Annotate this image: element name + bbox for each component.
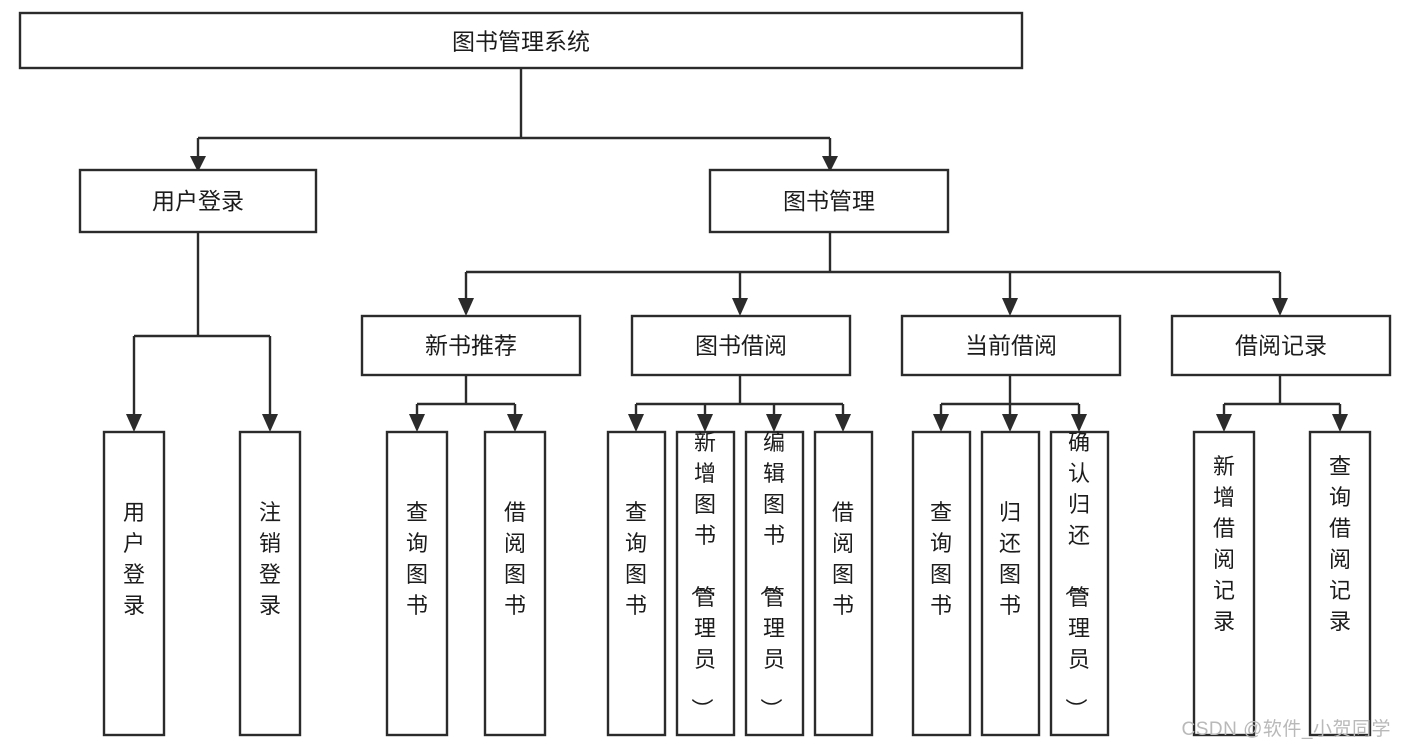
node-borrow-record-box[interactable] xyxy=(1170,314,1392,377)
leaf-br-add-record-box[interactable] xyxy=(1192,430,1256,737)
leaf-node[interactable]: 借阅图书 xyxy=(813,430,874,737)
arrow-head-leaf-user-login xyxy=(126,414,142,432)
leaf-node[interactable]: 新增借阅记录 xyxy=(1192,430,1256,737)
arrow-head-br-leaf-1 xyxy=(1216,414,1232,432)
node-book-management-label: 图书管理 xyxy=(783,188,875,214)
leaf-bb-borrow-book-box[interactable] xyxy=(813,430,874,737)
leaf-bb-edit-book-label: 编辑图书（管理员） xyxy=(758,430,785,720)
arrow-head-cb-leaf-3 xyxy=(1071,414,1087,432)
node-user-login-label: 用户登录 xyxy=(152,188,244,214)
arrow-head-bb-leaf-4 xyxy=(835,414,851,432)
arrow-head-borrow-record xyxy=(1272,298,1288,316)
leaf-bb-query-book-box[interactable] xyxy=(606,430,667,737)
node-borrow-record[interactable]: 借阅记录 xyxy=(1170,314,1392,377)
leaf-cb-return-book-label: 归还图书 xyxy=(999,500,1021,618)
leaf-node[interactable]: 查询借阅记录 xyxy=(1308,430,1372,737)
arrow-head-br-leaf-2 xyxy=(1332,414,1348,432)
leaf-cb-query-book-box[interactable] xyxy=(911,430,972,737)
arrow-head-user-login xyxy=(190,156,206,172)
leaf-nb-query-book-label: 查询图书 xyxy=(406,500,428,618)
node-current-borrow-box[interactable] xyxy=(900,314,1122,377)
leaf-node[interactable]: 查询图书 xyxy=(606,430,667,737)
leaf-bb-query-book-label: 查询图书 xyxy=(625,500,647,618)
node-new-book-recommend-box[interactable] xyxy=(360,314,582,377)
arrow-head-current-borrow xyxy=(1002,298,1018,316)
leaf-logout-label: 注销登录 xyxy=(259,500,281,618)
arrow-head-bb-leaf-1 xyxy=(628,414,644,432)
node-book-borrow-label: 图书借阅 xyxy=(695,333,787,359)
arrow-head-borrow-book xyxy=(732,298,748,316)
node-root[interactable]: 图书管理系统 xyxy=(18,11,1024,70)
leaf-node[interactable]: 用户登录 xyxy=(102,430,166,737)
leaf-nb-borrow-book-label: 借阅图书 xyxy=(504,500,526,618)
leaf-br-query-record-box[interactable] xyxy=(1308,430,1372,737)
connector-layer xyxy=(126,68,1348,432)
leaf-node[interactable]: 查询图书 xyxy=(911,430,972,737)
leaf-cb-query-book-label: 查询图书 xyxy=(930,500,952,618)
arrow-head-bb-leaf-3 xyxy=(766,414,782,432)
leaf-node[interactable]: 确认归还（管理员） xyxy=(1049,430,1110,737)
node-borrow-record-label: 借阅记录 xyxy=(1235,333,1327,359)
leaf-node[interactable]: 编辑图书（管理员） xyxy=(744,430,805,737)
leaf-logout-box[interactable] xyxy=(238,430,302,737)
node-book-management[interactable]: 图书管理 xyxy=(708,168,950,234)
node-new-book-recommend-label: 新书推荐 xyxy=(425,333,517,359)
leaf-br-query-record-label: 查询借阅记录 xyxy=(1329,454,1351,634)
node-new-book-recommend[interactable]: 新书推荐 xyxy=(360,314,582,377)
leaf-node[interactable]: 注销登录 xyxy=(238,430,302,737)
leaf-cb-confirm-return-label: 确认归还（管理员） xyxy=(1063,430,1090,720)
arrow-head-leaf-logout xyxy=(262,414,278,432)
node-user-login[interactable]: 用户登录 xyxy=(78,168,318,234)
leaf-cb-return-book-box[interactable] xyxy=(980,430,1041,737)
node-current-borrow-label: 当前借阅 xyxy=(965,333,1057,359)
arrow-head-nb-leaf-1 xyxy=(409,414,425,432)
leaf-nb-borrow-book-box[interactable] xyxy=(483,430,547,737)
leaf-cb-confirm-return-box[interactable] xyxy=(1049,430,1110,737)
leaf-node[interactable]: 新增图书（管理员） xyxy=(675,430,736,737)
node-current-borrow[interactable]: 当前借阅 xyxy=(900,314,1122,377)
node-book-management-box[interactable] xyxy=(708,168,950,234)
node-book-borrow-box[interactable] xyxy=(630,314,852,377)
leaf-node[interactable]: 借阅图书 xyxy=(483,430,547,737)
node-root-label: 图书管理系统 xyxy=(452,29,590,55)
arrow-head-cb-leaf-1 xyxy=(933,414,949,432)
leaf-user-login-label: 用户登录 xyxy=(123,500,145,618)
leaf-user-login-box[interactable] xyxy=(102,430,166,737)
arrow-head-nb-leaf-2 xyxy=(507,414,523,432)
leaf-node[interactable]: 归还图书 xyxy=(980,430,1041,737)
arrow-head-cb-leaf-2 xyxy=(1002,414,1018,432)
node-book-borrow[interactable]: 图书借阅 xyxy=(630,314,852,377)
leaf-bb-edit-book-box[interactable] xyxy=(744,430,805,737)
leaf-bb-add-book-box[interactable] xyxy=(675,430,736,737)
leaf-bb-borrow-book-label: 借阅图书 xyxy=(832,500,854,618)
leaf-node[interactable]: 查询图书 xyxy=(385,430,449,737)
arrow-head-book-mgmt xyxy=(822,156,838,172)
leaf-br-add-record-label: 新增借阅记录 xyxy=(1213,454,1235,634)
arrow-head-new-book xyxy=(458,298,474,316)
arrow-head-bb-leaf-2 xyxy=(697,414,713,432)
leaf-nb-query-book-box[interactable] xyxy=(385,430,449,737)
node-user-login-box[interactable] xyxy=(78,168,318,234)
node-root-box[interactable] xyxy=(18,11,1024,70)
leaf-bb-add-book-label: 新增图书（管理员） xyxy=(689,430,716,720)
